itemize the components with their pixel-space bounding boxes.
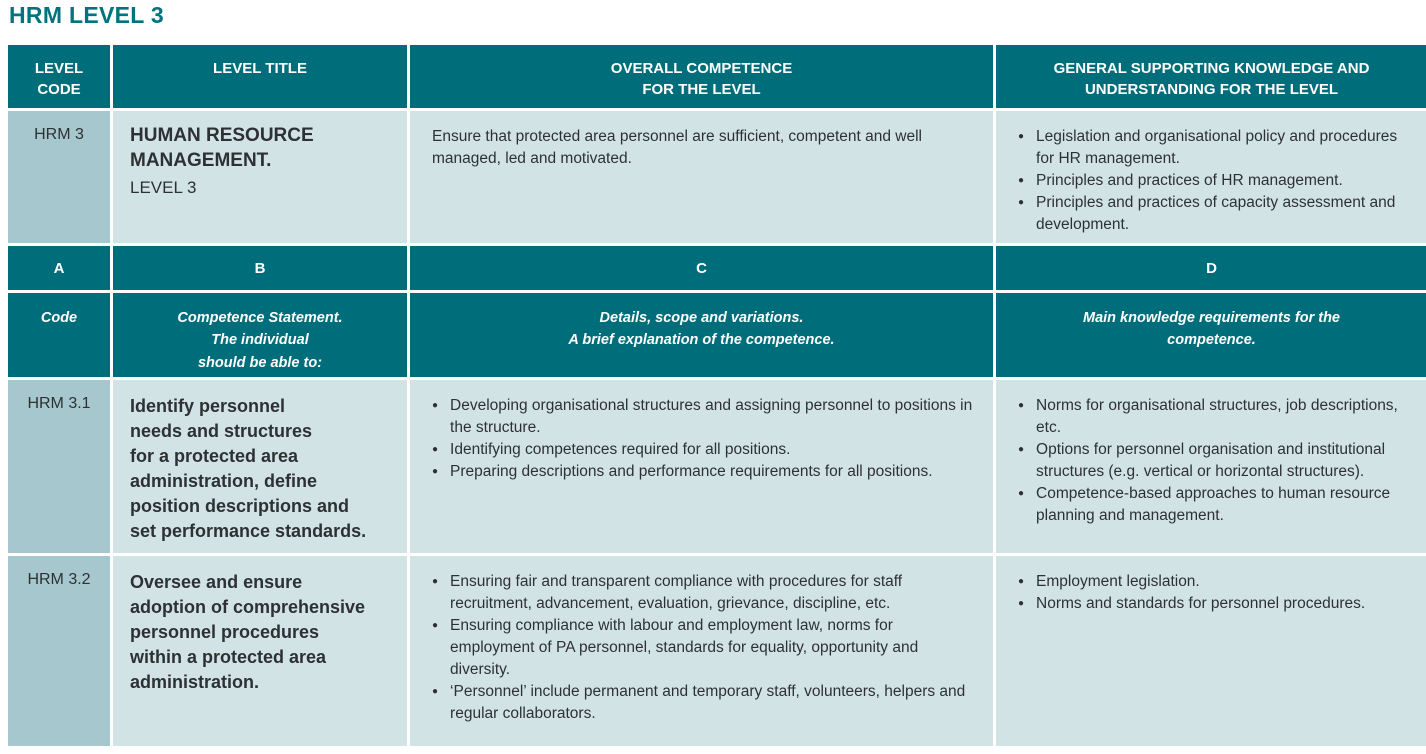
list-item-text: Principles and practices of capacity ass… — [1036, 194, 1396, 233]
col-header-level-title: LEVEL TITLE — [113, 45, 407, 108]
competence-table: LEVEL CODE LEVEL TITLE OVERALL COMPETENC… — [8, 45, 1426, 746]
subheader-statement: Competence Statement. The individual sho… — [113, 293, 407, 377]
subheader-code: Code — [8, 293, 110, 377]
list-item: ● Ensuring compliance with labour and em… — [432, 615, 975, 681]
list-item-text: Developing organisational structures and… — [450, 397, 973, 436]
list-item: ● ‘Personnel’ include permanent and temp… — [432, 681, 975, 725]
level-knowledge-cell: ● Legislation and organisational policy … — [996, 111, 1426, 243]
bullet-icon: ● — [1018, 576, 1025, 587]
list-item-text: Norms and standards for personnel proced… — [1036, 595, 1366, 612]
row-knowledge-cell: ● Employment legislation. ● Norms and st… — [996, 556, 1426, 746]
list-item: ● Developing organisational structures a… — [432, 395, 975, 439]
level-title-main: HUMAN RESOURCE MANAGEMENT. — [130, 125, 314, 171]
subheader-details: Details, scope and variations. A brief e… — [410, 293, 993, 377]
list-item: ● Ensuring fair and transparent complian… — [432, 571, 975, 615]
list-item: ● Legislation and organisational policy … — [1018, 126, 1409, 170]
bullet-icon: ● — [432, 400, 439, 411]
level-title-sub: LEVEL 3 — [130, 178, 197, 198]
list-item: ● Norms and standards for personnel proc… — [1018, 593, 1409, 615]
col-header-overall-competence: OVERALL COMPETENCE FOR THE LEVEL — [410, 45, 993, 108]
level-competence-cell: Ensure that protected area personnel are… — [410, 111, 993, 243]
list-item-text: Employment legislation. — [1036, 573, 1200, 590]
bullet-icon: ● — [1018, 444, 1025, 455]
row-statement-cell: Identify personnel needs and structures … — [113, 380, 407, 553]
list-item: ● Competence-based approaches to human r… — [1018, 483, 1409, 527]
bullet-icon: ● — [1018, 175, 1025, 186]
list-item-text: Identifying competences required for all… — [450, 441, 791, 458]
list-item-text: Options for personnel organisation and i… — [1036, 441, 1386, 480]
bullet-icon: ● — [432, 620, 439, 631]
bullet-icon: ● — [432, 686, 439, 697]
list-item-text: Principles and practices of HR managemen… — [1036, 172, 1343, 189]
list-item: ● Norms for organisational structures, j… — [1018, 395, 1409, 439]
list-item-text: Norms for organisational structures, job… — [1036, 397, 1398, 436]
level-code-cell: HRM 3 — [8, 111, 110, 243]
bullet-icon: ● — [432, 576, 439, 587]
col-header-general-knowledge: GENERAL SUPPORTING KNOWLEDGE AND UNDERST… — [996, 45, 1426, 108]
bullet-icon: ● — [1018, 598, 1025, 609]
list-item: ● Preparing descriptions and performance… — [432, 461, 975, 483]
list-item-text: Legislation and organisational policy an… — [1036, 128, 1398, 167]
list-item-text: ‘Personnel’ include permanent and tempor… — [450, 683, 966, 722]
bullet-icon: ● — [432, 444, 439, 455]
bullet-icon: ● — [1018, 400, 1025, 411]
list-item: ● Principles and practices of capacity a… — [1018, 192, 1409, 236]
bullet-icon: ● — [1018, 488, 1025, 499]
knowledge-list: ● Norms for organisational structures, j… — [1018, 395, 1409, 527]
list-item: ● Employment legislation. — [1018, 571, 1409, 593]
level-knowledge-list: ● Legislation and organisational policy … — [1018, 126, 1409, 236]
list-item: ● Identifying competences required for a… — [432, 439, 975, 461]
knowledge-list: ● Employment legislation. ● Norms and st… — [1018, 571, 1409, 615]
col-letter-b: B — [113, 246, 407, 290]
row-details-cell: ● Ensuring fair and transparent complian… — [410, 556, 993, 746]
bullet-icon: ● — [432, 466, 439, 477]
bullet-icon: ● — [1018, 131, 1025, 142]
col-header-level-code: LEVEL CODE — [8, 45, 110, 108]
details-list: ● Ensuring fair and transparent complian… — [432, 571, 975, 725]
page-title: HRM LEVEL 3 — [9, 2, 164, 28]
col-letter-a: A — [8, 246, 110, 290]
col-letter-d: D — [996, 246, 1426, 290]
col-letter-c: C — [410, 246, 993, 290]
row-statement-cell: Oversee and ensure adoption of comprehen… — [113, 556, 407, 746]
list-item-text: Competence-based approaches to human res… — [1036, 485, 1391, 524]
row-details-cell: ● Developing organisational structures a… — [410, 380, 993, 553]
list-item-text: Ensuring fair and transparent compliance… — [450, 573, 903, 612]
level-title-cell: HUMAN RESOURCE MANAGEMENT. LEVEL 3 — [113, 111, 407, 243]
details-list: ● Developing organisational structures a… — [432, 395, 975, 483]
list-item: ● Principles and practices of HR managem… — [1018, 170, 1409, 192]
subheader-knowledge: Main knowledge requirements for the comp… — [996, 293, 1426, 377]
row-knowledge-cell: ● Norms for organisational structures, j… — [996, 380, 1426, 553]
row-code-cell: HRM 3.2 — [8, 556, 110, 746]
list-item-text: Preparing descriptions and performance r… — [450, 463, 933, 480]
bullet-icon: ● — [1018, 197, 1025, 208]
list-item-text: Ensuring compliance with labour and empl… — [450, 617, 919, 678]
level-competence-text: Ensure that protected area personnel are… — [432, 128, 922, 167]
row-code-cell: HRM 3.1 — [8, 380, 110, 553]
list-item: ● Options for personnel organisation and… — [1018, 439, 1409, 483]
